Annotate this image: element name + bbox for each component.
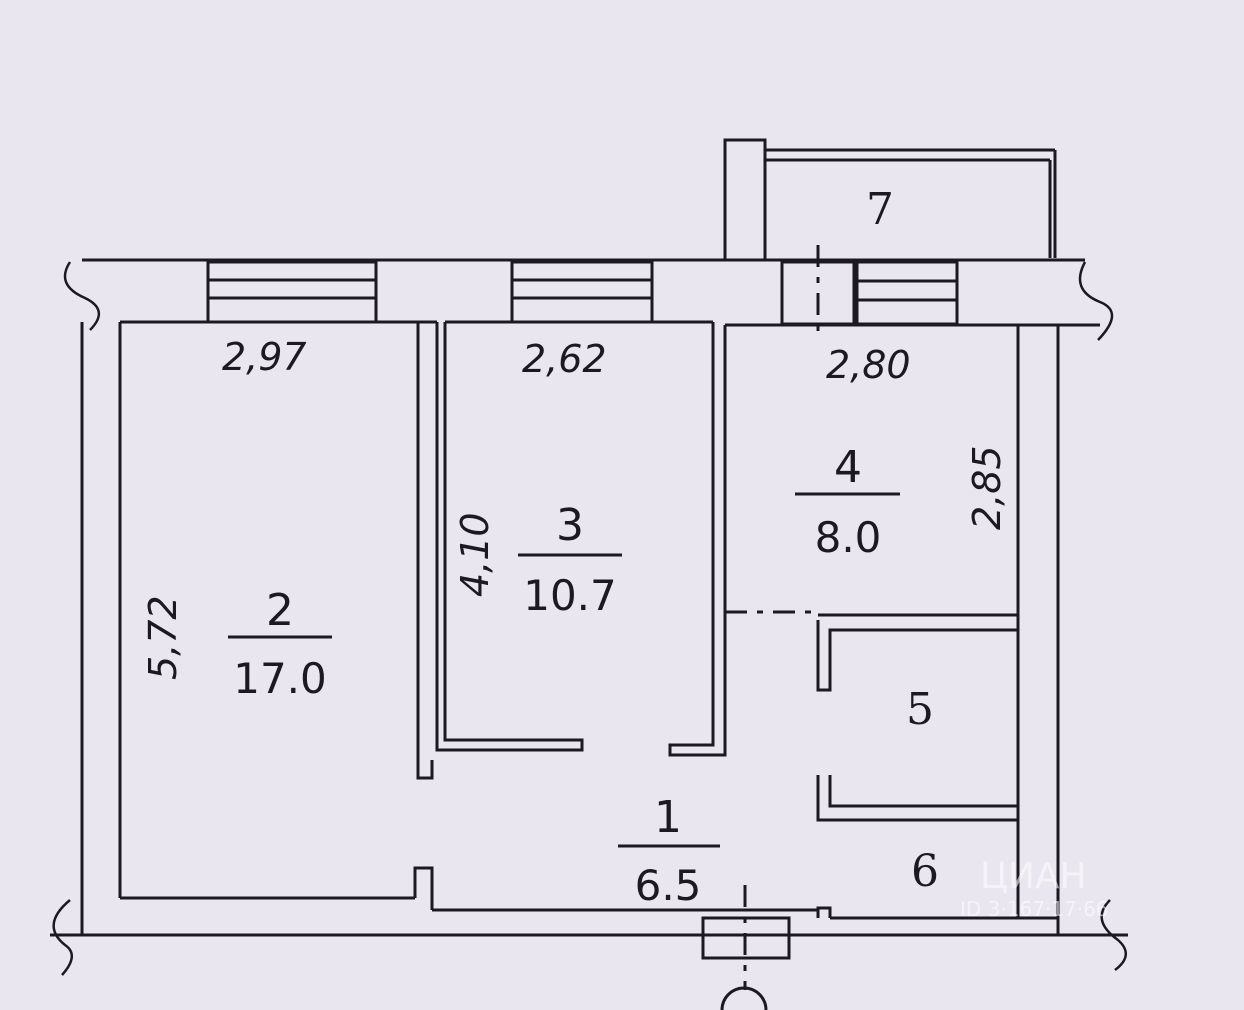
windows — [206, 260, 959, 326]
room-2-number: 2 — [266, 585, 294, 636]
room-4-area: 8.0 — [815, 513, 882, 562]
watermark-id: ID 3·167·17·66 — [960, 897, 1109, 921]
balcony — [723, 138, 1057, 262]
room-6-number: 6 — [911, 846, 939, 897]
watermark: ЦИАН ID 3·167·17·66 — [960, 856, 1109, 921]
window-room4 — [855, 260, 959, 326]
room-2-area: 17.0 — [233, 654, 327, 703]
dimension-room3-width: 2,62 — [522, 337, 607, 381]
area-fraction-bars — [228, 492, 900, 848]
dimension-room2-width: 2,97 — [222, 335, 307, 379]
room-1-area: 6.5 — [635, 861, 702, 910]
window-room2 — [206, 260, 378, 324]
window-room3 — [510, 260, 654, 324]
axis-marker — [720, 986, 768, 1010]
dimension-room2-length: 5,72 — [141, 595, 185, 680]
room-7-number: 7 — [866, 184, 894, 235]
room-5-number: 5 — [906, 684, 934, 735]
room-3-area: 10.7 — [523, 571, 617, 620]
zone-dividers — [725, 245, 820, 990]
room-4-number: 4 — [834, 442, 862, 493]
dimension-room4-width: 2,80 — [826, 343, 911, 387]
room-3-number: 3 — [556, 500, 584, 551]
room-1-number: 1 — [654, 792, 682, 843]
interior-walls — [413, 322, 1020, 960]
dimension-room3-length: 4,10 — [453, 512, 497, 597]
wall-break-marks — [52, 261, 1127, 976]
watermark-brand: ЦИАН — [980, 856, 1087, 897]
dimension-room4-length: 2,85 — [965, 445, 1009, 530]
